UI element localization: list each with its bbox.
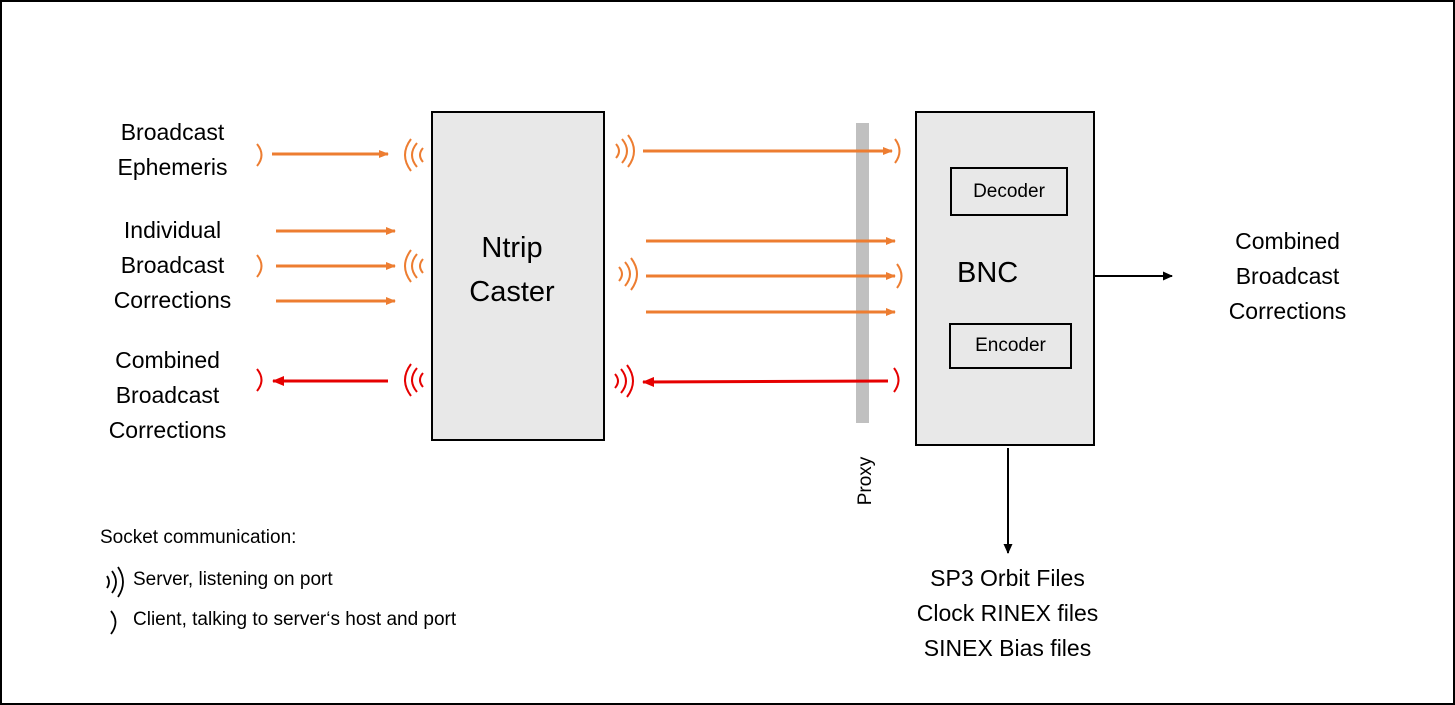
- encoder-box: Encoder: [949, 323, 1072, 369]
- client-arc-icon: [256, 143, 263, 167]
- client-arc-icon: [110, 610, 117, 635]
- label-line: Corrections: [108, 417, 227, 443]
- label-line: Ephemeris: [117, 154, 228, 180]
- label-line: Individual: [123, 217, 222, 243]
- file-output-clock-rinex: Clock RINEX files: [916, 600, 1099, 626]
- proxy-bar: [856, 123, 869, 423]
- label-line: Combined: [115, 347, 220, 373]
- server-antenna-icon: [615, 134, 635, 168]
- file-outputs: SP3 Orbit Files Clock RINEX files SINEX …: [895, 561, 1120, 666]
- server-antenna-icon: [404, 363, 424, 397]
- server-antenna-icon: [106, 566, 124, 598]
- label-broadcast-ephemeris: Broadcast Ephemeris: [105, 115, 240, 185]
- client-arc-icon: [256, 368, 263, 392]
- label-line: Corrections: [113, 287, 232, 313]
- label-individual-corrections: Individual Broadcast Corrections: [100, 213, 245, 318]
- label-combined-corrections-left: Combined Broadcast Corrections: [95, 343, 240, 448]
- caster-title-line: Caster: [469, 276, 555, 308]
- file-output-sinex-bias: SINEX Bias files: [923, 635, 1092, 661]
- server-antenna-icon: [618, 257, 638, 291]
- client-arc-icon: [896, 263, 903, 289]
- arrow-bnc-combined-to-caster: [642, 376, 889, 387]
- decoder-box: Decoder: [950, 167, 1068, 216]
- client-arc-icon: [256, 254, 263, 278]
- server-antenna-icon: [404, 138, 424, 172]
- label-line: Broadcast: [115, 382, 220, 408]
- bnc-box: Decoder BNC Encoder: [915, 111, 1095, 446]
- client-arc-icon: [894, 138, 901, 164]
- label-line: Combined: [1235, 228, 1340, 254]
- label-line: Broadcast: [1235, 263, 1340, 289]
- ntrip-caster-title: Ntrip Caster: [433, 226, 591, 314]
- label-line: Broadcast: [120, 252, 225, 278]
- label-line: Broadcast: [120, 119, 225, 145]
- server-antenna-icon: [614, 364, 634, 398]
- client-arc-icon: [893, 367, 900, 393]
- legend-server-label: Server, listening on port: [133, 569, 333, 590]
- label-combined-corrections-right: Combined Broadcast Corrections: [1215, 224, 1360, 329]
- file-output-sp3: SP3 Orbit Files: [930, 565, 1085, 591]
- bnc-title: BNC: [957, 257, 1019, 289]
- ntrip-caster-box: Ntrip Caster: [431, 111, 605, 441]
- caster-title-line: Ntrip: [481, 232, 543, 264]
- legend-client-label: Client, talking to server‘s host and por…: [133, 609, 457, 630]
- legend-title: Socket communication:: [100, 527, 297, 548]
- server-antenna-icon: [404, 249, 424, 283]
- label-line: Corrections: [1228, 298, 1347, 324]
